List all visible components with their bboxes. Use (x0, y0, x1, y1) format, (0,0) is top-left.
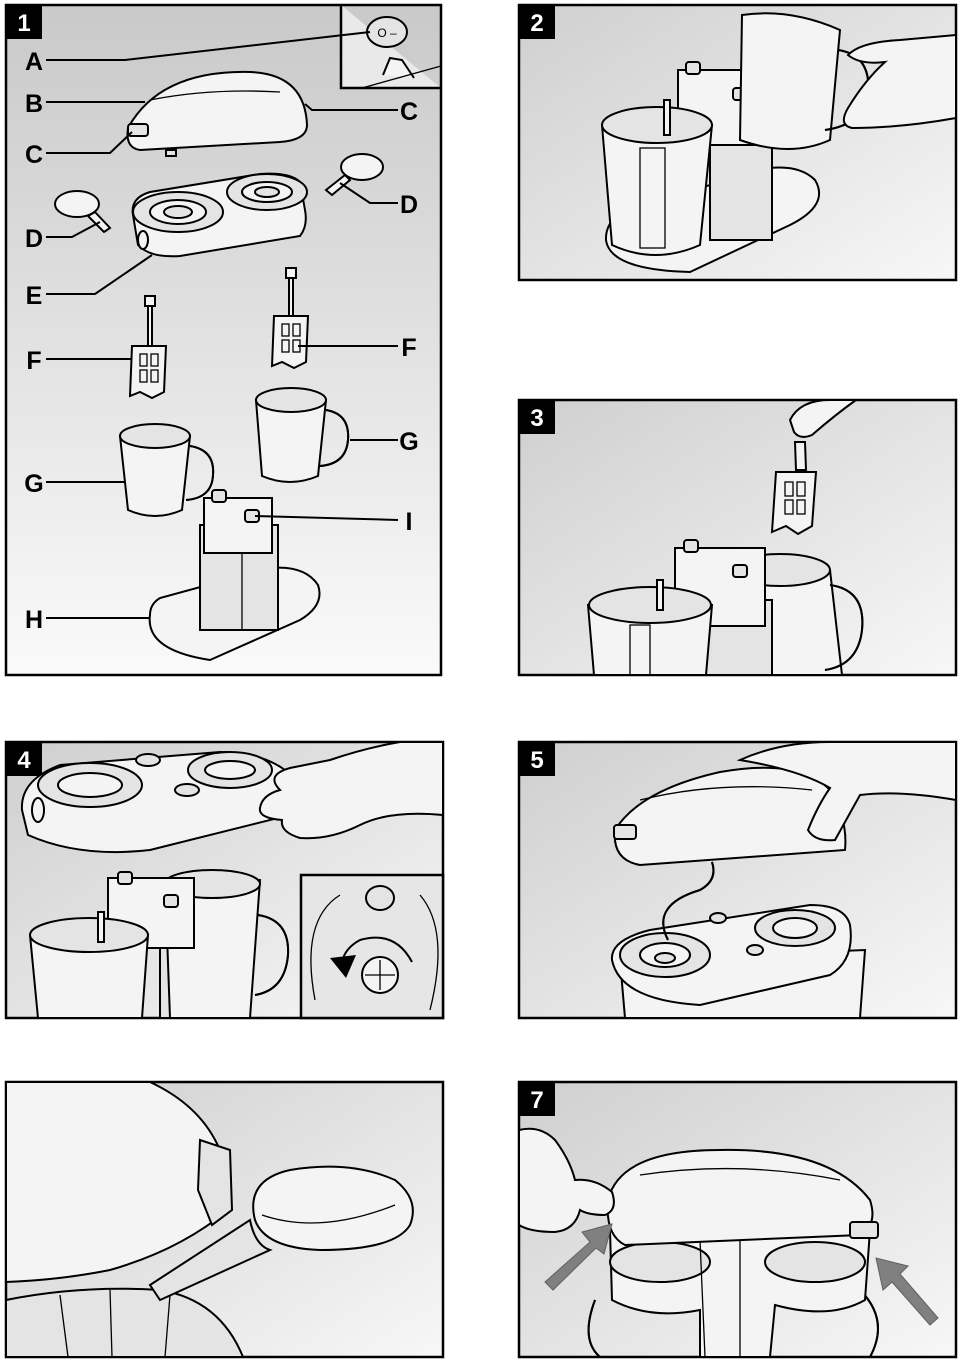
label-d-left: D (25, 225, 43, 253)
label-c-right: C (400, 98, 418, 126)
mug-right (254, 387, 350, 483)
measuring-spoon-right (324, 153, 384, 197)
panel-1: 1 O – (4, 3, 443, 677)
label-f-left: F (26, 347, 41, 375)
rotate-inset (299, 873, 445, 1020)
label-f-right: F (401, 334, 416, 362)
panel-number: 1 (17, 10, 30, 37)
label-i: I (406, 508, 413, 536)
panel-4: 4 (4, 740, 445, 1020)
panel-number: 3 (530, 405, 543, 432)
stirrer-left (128, 295, 168, 400)
stirrer-right (270, 267, 310, 370)
panel-6: 6 (4, 1080, 445, 1359)
leader-lines (46, 31, 399, 619)
label-c-left: C (25, 141, 43, 169)
panel-number: 4 (17, 747, 31, 774)
panel-2: 2 (517, 3, 958, 282)
switch-inset: O – (339, 5, 442, 90)
base-unit (148, 489, 321, 662)
filter-holder (131, 172, 308, 258)
panel-number-badge (6, 5, 42, 39)
panel-number: 2 (530, 10, 543, 37)
part-labels: A B C C D D E F F G G I H (24, 48, 418, 634)
label-g-right: G (399, 428, 418, 456)
panel-7: 7 (517, 1080, 958, 1359)
lid (126, 70, 309, 157)
mug-left (118, 423, 215, 517)
switch-marking: O – (377, 26, 397, 40)
label-b: B (25, 90, 43, 118)
panel-number: 7 (530, 1087, 543, 1114)
label-h: H (25, 606, 43, 634)
panel-number: 5 (530, 747, 543, 774)
label-e: E (26, 282, 43, 310)
panel-5: 5 (517, 740, 958, 1020)
arrow-right (875, 1257, 939, 1326)
label-d-right: D (400, 191, 418, 219)
arrow-left (544, 1223, 613, 1291)
label-a: A (25, 48, 43, 76)
panel-3: 3 (517, 398, 958, 677)
label-g-left: G (24, 470, 43, 498)
